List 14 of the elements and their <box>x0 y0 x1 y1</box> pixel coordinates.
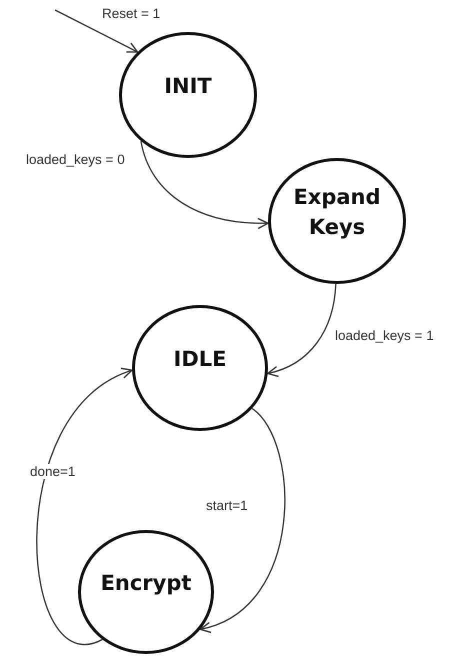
edge-label: done=1 <box>28 464 78 479</box>
transition-arrow <box>267 284 336 376</box>
state-name: Encrypt <box>100 570 192 597</box>
transition-arrow <box>200 408 286 632</box>
state-name: INIT <box>164 72 212 100</box>
state-name: Expand Keys <box>292 184 382 241</box>
edge-label: loaded_keys = 0 <box>24 152 127 167</box>
transition-arrow <box>36 369 133 645</box>
edge-label: loaded_keys = 1 <box>333 328 436 343</box>
state-name: IDLE <box>174 346 226 373</box>
edge-label: start=1 <box>204 498 250 513</box>
edge-label: Reset = 1 <box>100 6 162 21</box>
transition-arrow <box>140 140 269 229</box>
transition-arrow <box>54 9 138 53</box>
